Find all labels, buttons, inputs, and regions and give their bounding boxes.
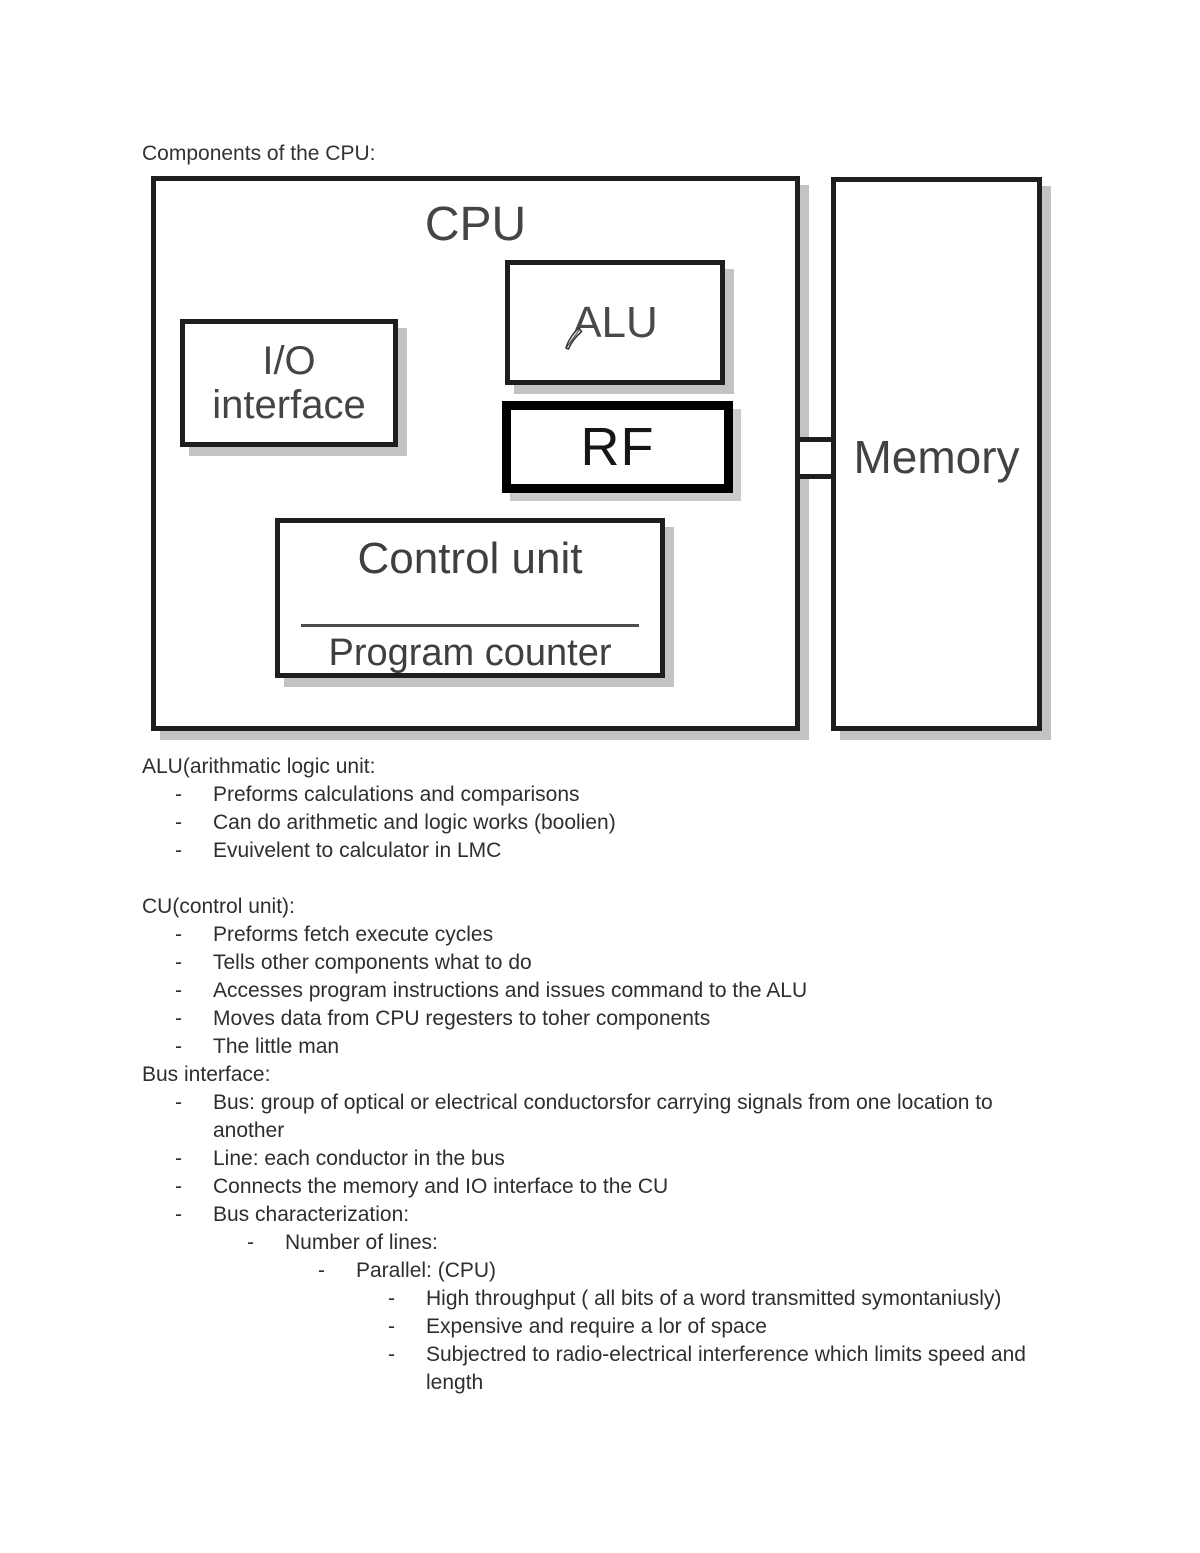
list-item-line: High throughput ( all bits of a word tra… [426, 1287, 1002, 1310]
cpu-box-label: CPU [424, 198, 527, 251]
pencil-cursor-icon [562, 323, 586, 356]
list-item-text: Subjectred to radio-electrical interfere… [426, 1341, 1026, 1397]
page-title: Components of the CPU: [142, 142, 376, 165]
list-item-line: Tells other components what to do [213, 951, 532, 974]
list-item-text: Preforms calculations and comparisons [213, 781, 580, 809]
alu-box-label: ALU [572, 297, 658, 347]
list-item: - Connects the memory and IO interface to… [175, 1173, 1054, 1201]
list-item-line: The little man [213, 1035, 340, 1058]
list-item-line: Connects the memory and IO interface to … [213, 1175, 669, 1198]
control-unit-label: Control unit [357, 534, 583, 583]
io-interface-label-line1: I/O [262, 339, 316, 383]
list-item-text: Connects the memory and IO interface to … [213, 1173, 668, 1201]
list-item-text: Evuivelent to calculator in LMC [213, 837, 501, 865]
memory-box: Memory [831, 177, 1042, 731]
list-item-line: Can do arithmetic and logic works (booli… [213, 811, 616, 834]
list-item-text: Tells other components what to do [213, 949, 532, 977]
io-interface-label-line2: interface [212, 383, 366, 427]
list-item-text: Preforms fetch execute cycles [213, 921, 493, 949]
control-unit-box: Control unit Program counter [275, 518, 665, 678]
bullet-dash: - [318, 1259, 325, 1282]
list-item: - High throughput ( all bits of a word tr… [388, 1285, 1054, 1313]
list-item: - Moves data from CPU regesters to toher … [175, 1005, 1054, 1033]
list-item: - Bus: group of optical or electrical con… [175, 1089, 1054, 1145]
bullet-dash: - [175, 1203, 182, 1226]
bullet-dash: - [388, 1315, 395, 1338]
list-item-line: length [426, 1371, 484, 1394]
bullet-dash: - [175, 1035, 182, 1058]
section-header: Bus interface: [142, 1063, 271, 1086]
list-item-text: Can do arithmetic and logic works (booli… [213, 809, 616, 837]
notes-section: Bus interface: - Bus: group of optical or … [142, 1061, 1054, 1397]
notes-section: ALU(arithmatic logic unit: - Preforms calc… [142, 753, 1054, 865]
bullet-dash: - [388, 1343, 395, 1366]
list-item: - Parallel: (CPU) [318, 1257, 1054, 1285]
list-item-line: Parallel: (CPU) [356, 1259, 497, 1282]
list-item-line: Preforms fetch execute cycles [213, 923, 494, 946]
list-item-line: Subjectred to radio-electrical interfere… [426, 1343, 1026, 1366]
list-item-text: Moves data from CPU regesters to toher c… [213, 1005, 710, 1033]
list-item-line: Evuivelent to calculator in LMC [213, 839, 502, 862]
list-item: - Line: each conductor in the bus [175, 1145, 1054, 1173]
list-item: - Can do arithmetic and logic works (bool… [175, 809, 1054, 837]
program-counter-label: Program counter [328, 632, 612, 674]
bullet-dash: - [175, 1147, 182, 1170]
list-item: - Accesses program instructions and issue… [175, 977, 1054, 1005]
list-item: - Expensive and require a lor of space [388, 1313, 1054, 1341]
list-item-line: Expensive and require a lor of space [426, 1315, 767, 1338]
list-item-line: Bus characterization: [213, 1203, 410, 1226]
list-item-text: Bus: group of optical or electrical cond… [213, 1089, 993, 1145]
register-file-box: RF [502, 401, 733, 493]
notes-section: CU(control unit): - Preforms fetch execute… [142, 893, 1054, 1061]
cpu-memory-bus-connector [800, 437, 831, 479]
bullet-dash: - [388, 1287, 395, 1310]
cpu-memory-diagram: CPU I/O interface ALU RF Control unit [0, 0, 1200, 760]
cpu-box: CPU I/O interface ALU RF Control unit [151, 176, 800, 731]
list-item-text: High throughput ( all bits of a word tra… [426, 1285, 1001, 1313]
list-item-line: Line: each conductor in the bus [213, 1147, 505, 1170]
bullet-dash: - [175, 839, 182, 862]
bullet-dash: - [247, 1231, 254, 1254]
list-item: - Tells other components what to do [175, 949, 1054, 977]
list-item: - Preforms fetch execute cycles [175, 921, 1054, 949]
bullet-dash: - [175, 951, 182, 974]
register-file-label: RF [580, 417, 655, 477]
list-item-text: The little man [213, 1033, 339, 1061]
section-header: CU(control unit): [142, 895, 295, 918]
control-unit-divider [301, 624, 639, 627]
bullet-dash: - [175, 979, 182, 1002]
list-item: - The little man [175, 1033, 1054, 1061]
list-item-text: Number of lines: [285, 1229, 438, 1257]
io-interface-box: I/O interface [180, 319, 398, 447]
list-item: - Bus characterization: [175, 1201, 1054, 1229]
list-item: - Evuivelent to calculator in LMC [175, 837, 1054, 865]
bullet-dash: - [175, 923, 182, 946]
list-item: - Number of lines: [247, 1229, 1054, 1257]
bullet-dash: - [175, 1091, 182, 1114]
alu-box: ALU [505, 260, 725, 385]
list-item-line: Accesses program instructions and issues… [213, 979, 808, 1002]
bullet-dash: - [175, 1007, 182, 1030]
bullet-dash: - [175, 1175, 182, 1198]
list-item-text: Accesses program instructions and issues… [213, 977, 807, 1005]
list-item-line: Bus: group of optical or electrical cond… [213, 1091, 993, 1114]
list-item-line: Moves data from CPU regesters to toher c… [213, 1007, 711, 1030]
list-item-text: Line: each conductor in the bus [213, 1145, 505, 1173]
list-item-line: Preforms calculations and comparisons [213, 783, 580, 806]
list-item-line: Number of lines: [285, 1231, 438, 1254]
notes-text: ALU(arithmatic logic unit: - Preforms calc… [142, 753, 1054, 1397]
bullet-dash: - [175, 783, 182, 806]
memory-box-label: Memory [853, 431, 1020, 483]
bullet-dash: - [175, 811, 182, 834]
list-item: - Preforms calculations and comparisons [175, 781, 1054, 809]
list-item-text: Expensive and require a lor of space [426, 1313, 767, 1341]
list-item: - Subjectred to radio-electrical interfer… [388, 1341, 1054, 1397]
section-header: ALU(arithmatic logic unit: [142, 755, 376, 778]
list-item-text: Parallel: (CPU) [356, 1257, 496, 1285]
list-item-text: Bus characterization: [213, 1201, 409, 1229]
list-item-line: another [213, 1119, 285, 1142]
